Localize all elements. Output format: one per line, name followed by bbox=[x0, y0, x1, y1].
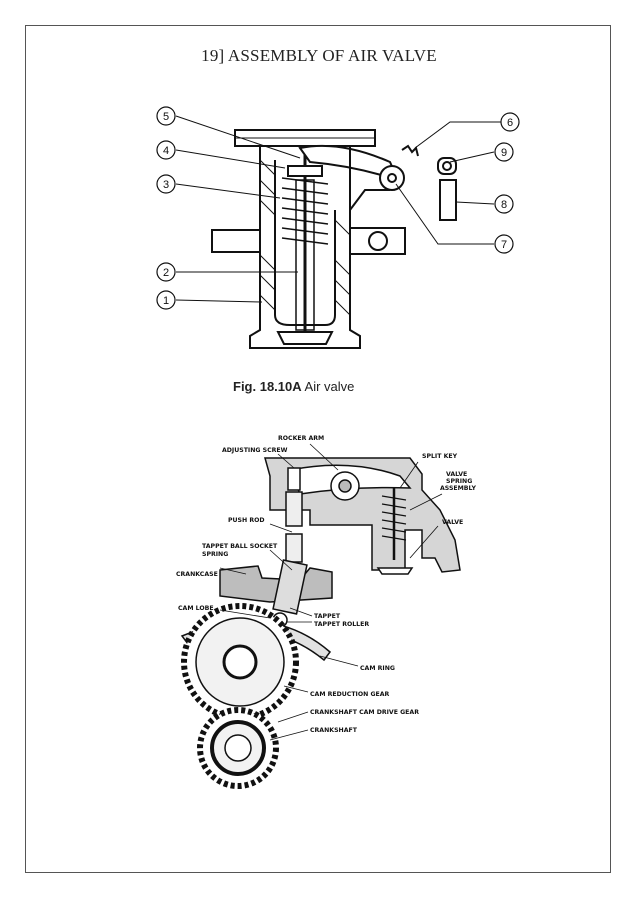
callout-6: 6 bbox=[507, 117, 513, 129]
label-cam-lobe: CAM LOBE bbox=[178, 605, 214, 612]
label-crankcase: CRANKCASE bbox=[176, 571, 218, 578]
label-tappet-roller: TAPPET ROLLER bbox=[314, 621, 369, 628]
callout-3: 3 bbox=[163, 179, 169, 191]
page-border bbox=[25, 25, 611, 873]
label-rocker-arm: ROCKER ARM bbox=[278, 435, 324, 442]
label-tappet-ball-socket: TAPPET BALL SOCKET bbox=[202, 543, 278, 550]
label-adjusting-screw: ADJUSTING SCREW bbox=[222, 447, 288, 454]
callout-4: 4 bbox=[163, 145, 169, 157]
label-valve-spring-assembly-1: VALVE bbox=[446, 471, 467, 478]
caption-number: Fig. 18.10A bbox=[233, 379, 302, 394]
page-title: 19] ASSEMBLY OF AIR VALVE bbox=[201, 46, 437, 65]
label-split-key: SPLIT KEY bbox=[422, 453, 458, 460]
air-valve-diagram: 5 4 3 2 1 6 9 8 7 bbox=[156, 106, 520, 349]
callout-2: 2 bbox=[163, 267, 169, 279]
label-valve-spring-assembly-3: ASSEMBLY bbox=[440, 485, 476, 492]
label-tappet: TAPPET bbox=[314, 613, 341, 620]
callout-9: 9 bbox=[501, 147, 507, 159]
label-crankshaft: CRANKSHAFT bbox=[310, 727, 358, 734]
label-push-rod: PUSH ROD bbox=[228, 517, 265, 524]
valve-train-diagram: ROCKER ARM ADJUSTING SCREW SPLIT KEY VAL… bbox=[176, 435, 476, 789]
figure-caption: Fig. 18.10A Air valve bbox=[233, 379, 354, 394]
callout-5: 5 bbox=[163, 111, 169, 123]
label-cam-ring: CAM RING bbox=[360, 665, 395, 672]
label-spring: SPRING bbox=[202, 551, 228, 558]
callout-1: 1 bbox=[163, 295, 169, 307]
callout-7: 7 bbox=[501, 239, 507, 251]
label-crankshaft-cam-drive-gear: CRANKSHAFT CAM DRIVE GEAR bbox=[310, 709, 419, 716]
label-cam-reduction-gear: CAM REDUCTION GEAR bbox=[310, 691, 390, 698]
caption-text: Air valve bbox=[304, 379, 355, 394]
callout-8: 8 bbox=[501, 199, 507, 211]
label-valve-spring-assembly-2: SPRING bbox=[446, 478, 472, 485]
label-valve: VALVE bbox=[442, 519, 463, 526]
